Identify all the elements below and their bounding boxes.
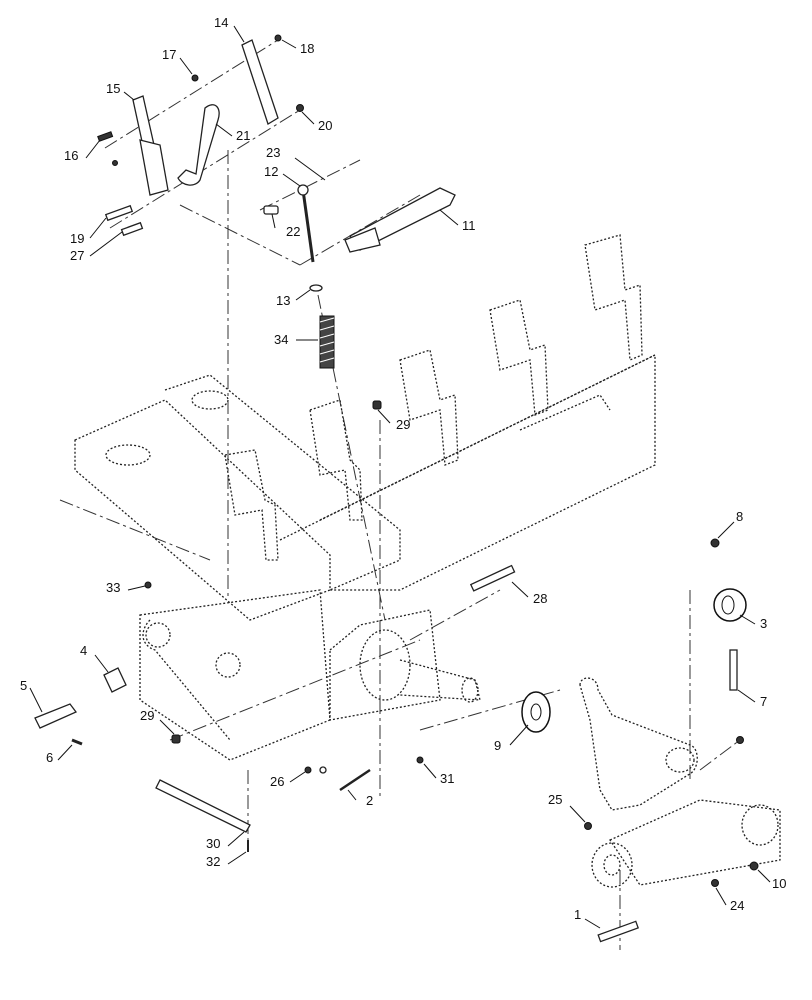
bolt-1 [597, 920, 639, 943]
clip-6 [71, 738, 83, 746]
bolt-16 [97, 131, 114, 142]
callout-27: 27 [70, 248, 84, 263]
callout-33: 33 [106, 580, 120, 595]
nut-26 [304, 766, 312, 774]
callout-4: 4 [80, 643, 87, 658]
callout-24: 24 [730, 898, 744, 913]
washer-small [112, 160, 118, 166]
callouts: 1 2 3 4 5 6 7 8 9 10 11 12 13 [20, 15, 786, 929]
bushing-4 [103, 667, 127, 693]
callout-22: 22 [286, 224, 300, 239]
callout-20: 20 [318, 118, 332, 133]
callout-34: 34 [274, 332, 288, 347]
callout-1: 1 [574, 907, 581, 922]
callout-21: 21 [236, 128, 250, 143]
callout-23: 23 [266, 145, 280, 160]
side-parts [34, 400, 551, 852]
bolt-27 [120, 221, 144, 237]
callout-2: 2 [366, 793, 373, 808]
callout-9: 9 [494, 738, 501, 753]
pin-5 [34, 703, 78, 729]
callout-5: 5 [20, 678, 27, 693]
pin-18 [274, 34, 282, 42]
nut-29-lower [171, 734, 181, 744]
callout-12: 12 [264, 164, 278, 179]
nut-31 [416, 756, 424, 764]
bolt-28 [469, 564, 516, 592]
callout-31: 31 [440, 771, 454, 786]
callout-18: 18 [300, 41, 314, 56]
washer-13 [309, 284, 323, 292]
callout-26: 26 [270, 774, 284, 789]
callout-19: 19 [70, 231, 84, 246]
bolt-7 [729, 649, 738, 691]
strip-30 [155, 779, 251, 833]
callout-13: 13 [276, 293, 290, 308]
upper-linkage [97, 34, 456, 369]
nut-20 [296, 104, 304, 112]
pin-22 [263, 205, 279, 215]
callout-3: 3 [760, 616, 767, 631]
callout-28: 28 [533, 591, 547, 606]
callout-15: 15 [106, 81, 120, 96]
axle-assembly [579, 538, 781, 943]
nut-33 [144, 581, 152, 589]
nut-right [736, 736, 744, 744]
callout-7: 7 [760, 694, 767, 709]
bolt-19 [104, 204, 134, 222]
callout-30: 30 [206, 836, 220, 851]
callout-29-upper: 29 [396, 417, 410, 432]
bolt-25 [584, 822, 592, 830]
nut-10 [749, 861, 759, 871]
nut-29-upper [372, 400, 382, 410]
callout-14: 14 [214, 15, 228, 30]
callout-17: 17 [162, 47, 176, 62]
pin-17 [191, 74, 199, 82]
callout-10: 10 [772, 876, 786, 891]
nut-8 [710, 538, 720, 548]
callout-25: 25 [548, 792, 562, 807]
callout-29-lower: 29 [140, 708, 154, 723]
callout-32: 32 [206, 854, 220, 869]
main-frame [74, 234, 656, 761]
callout-6: 6 [46, 750, 53, 765]
callout-16: 16 [64, 148, 78, 163]
callout-8: 8 [736, 509, 743, 524]
spring-34 [319, 315, 335, 369]
nut-24 [711, 879, 719, 887]
link-2 [339, 768, 371, 792]
callout-11: 11 [462, 218, 476, 233]
